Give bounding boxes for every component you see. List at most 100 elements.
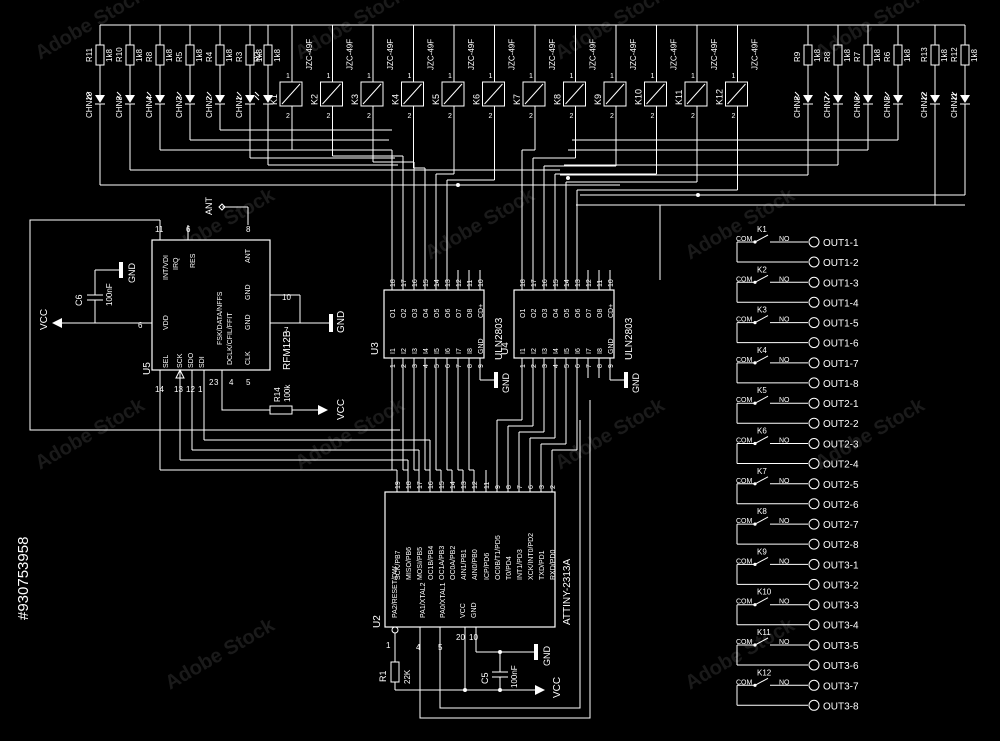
no-label: NO [779, 679, 790, 686]
switch-arm [754, 315, 769, 324]
attiny-reset-label: PA2/RESET/DW [392, 566, 399, 618]
uln-bot-pin: 6 [575, 364, 582, 368]
no-label: NO [779, 639, 790, 646]
relay-name: K10 [634, 89, 644, 105]
light-rays-icon [206, 91, 212, 101]
uln-out-label: O2 [531, 309, 538, 318]
attiny-pin-4: 4 [416, 643, 421, 652]
relay-pin-number: 1 [610, 73, 614, 80]
relay-part: JZC-49F [386, 39, 395, 70]
rfm-pin-irq: IRQ [173, 257, 180, 270]
channel-label: CHN11 [950, 92, 959, 118]
uln-top-pin: 10 [608, 279, 615, 287]
output-terminal-label: OUT3-3 [823, 601, 859, 612]
channel-label: CHN2 [205, 96, 214, 118]
rfm12b-module: U5 RFM12B INT/VDI IRQ RES ANT GND GND VD… [29, 196, 400, 431]
output-terminal-label: OUT2-4 [823, 460, 859, 471]
rfm-pin-gnd1: GND [245, 284, 252, 300]
relay-contact-name: K8 [757, 507, 767, 516]
ant-label: ANT [204, 196, 214, 215]
uln-out-label: CD+ [608, 304, 615, 318]
relay-pin-number: 2 [570, 113, 574, 120]
rfm-pinnum-11: 11 [155, 225, 164, 234]
uln-in-label: I5 [434, 348, 441, 354]
no-label: NO [779, 478, 790, 485]
uln-top-pin: 11 [467, 280, 474, 287]
light-rays-icon [951, 91, 957, 101]
resistor-ref: R5 [175, 51, 184, 62]
resistor-ref: R10 [115, 47, 124, 62]
switch-arm [754, 476, 769, 485]
resistor-value: 1k8 [813, 49, 822, 62]
output-terminal-label: OUT3-2 [823, 580, 859, 591]
terminal-icon [808, 357, 820, 369]
uln-out-label: CD+ [478, 304, 485, 318]
relay-pin-number: 1 [408, 73, 412, 80]
switch-pivot [753, 482, 757, 486]
uln-in-label: I1 [520, 348, 527, 354]
resistor-ref: R8 [823, 51, 832, 62]
relay-pin-number: 1 [529, 73, 533, 80]
uln-out-label: O5 [564, 309, 571, 318]
output-terminal-label: OUT2-8 [823, 540, 859, 551]
relay-contact-name: K2 [757, 265, 767, 274]
led-icon [863, 95, 873, 103]
resistor-value: 1k8 [843, 49, 852, 62]
no-label: NO [779, 357, 790, 364]
relay-pin-number: 1 [732, 73, 736, 80]
relay-contact-name: K5 [757, 386, 767, 395]
terminal-icon [808, 377, 820, 389]
light-rays-icon [794, 91, 800, 101]
no-label: NO [779, 236, 790, 243]
light-rays-icon [854, 91, 860, 101]
com-label: COM [736, 236, 753, 243]
attiny-mcu: 19SCK/PB718MISO/PB617MOSI/PB516OC1B/PB41… [159, 368, 591, 719]
wire [419, 400, 591, 719]
resistor-ref: R8 [145, 51, 154, 62]
resistor-value: 1k8 [970, 49, 979, 62]
switch-pivot [753, 562, 757, 567]
junction [696, 193, 700, 197]
vcc-arrow-icon [318, 405, 328, 415]
no-label: NO [779, 599, 790, 606]
ground-icon [534, 644, 538, 660]
resistor-ref: R2 [253, 51, 262, 62]
resistor-value: 1k8 [195, 49, 204, 62]
vcc-arrow-icon [535, 685, 545, 695]
light-rays-icon [116, 91, 122, 101]
channel-label: CHN10 [85, 91, 94, 118]
uln-out-label: O7 [456, 309, 463, 318]
switch-arm [754, 355, 769, 364]
attiny-gnd-sym: GND [542, 646, 552, 667]
rfm-pin-sdi: SDI [199, 356, 206, 368]
uln-top-pin: 15 [423, 279, 430, 287]
output-terminal-label: OUT1-7 [823, 359, 859, 370]
relay-coil [482, 81, 505, 107]
uln-top-pin: 17 [531, 279, 538, 287]
relay-pin-number: 1 [691, 73, 695, 80]
attiny-pin-label: MOSI/PB5 [417, 547, 424, 580]
uln-part: ULN2803 [624, 317, 635, 360]
uln-bot-pin: 8 [467, 364, 474, 368]
rfm-gnd-label: GND [336, 311, 347, 333]
uln-ref: U4 [500, 342, 511, 355]
uln-in-label: I2 [401, 348, 408, 354]
uln-bot-pin: 3 [412, 364, 419, 368]
led-icon [930, 95, 940, 103]
watermark-id: #930753958 [15, 537, 32, 620]
uln-bot-pin: 8 [597, 364, 604, 368]
coil-slash [646, 83, 665, 105]
coil-slash [443, 83, 463, 105]
uln-top-pin: 15 [553, 279, 560, 287]
uln-out-label: O1 [520, 309, 527, 318]
switch-arm [754, 597, 769, 606]
uln-out-label: O3 [412, 309, 419, 318]
attiny-gnd-label: GND [471, 602, 478, 618]
terminal-icon [808, 599, 820, 611]
rfm-pin-ant: ANT [245, 248, 252, 263]
resistor-ref: R13 [920, 47, 929, 62]
resistor-ref: R9 [793, 51, 802, 62]
light-rays-icon [824, 91, 830, 101]
